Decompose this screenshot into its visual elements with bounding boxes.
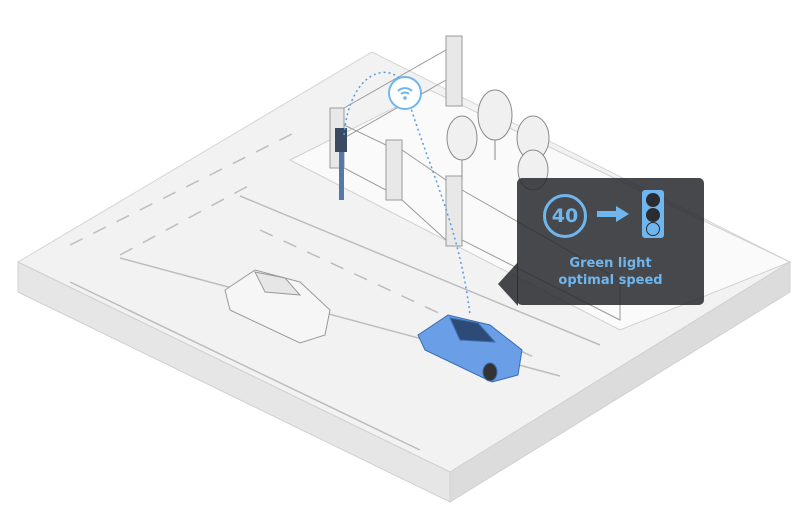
- yellow-lamp: [646, 208, 660, 222]
- green-lamp: [646, 222, 660, 236]
- speed-limit-icon: 40: [543, 194, 587, 238]
- parked-car: [224, 269, 331, 344]
- ground-slab-side-right: [449, 261, 791, 503]
- caption-line-1: Green light: [569, 256, 652, 271]
- red-lamp: [646, 193, 660, 207]
- callout-caption: Green light optimal speed: [517, 255, 704, 289]
- arrow-right-icon: [597, 206, 629, 222]
- speed-value: 40: [551, 205, 579, 227]
- connected-car: [417, 314, 523, 383]
- callout-pointer: [498, 262, 518, 306]
- signal-arc: [343, 71, 406, 136]
- info-callout: [517, 178, 704, 305]
- traffic-light-icon: [642, 190, 664, 238]
- wifi-icon: [388, 76, 422, 110]
- caption-line-2: optimal speed: [558, 273, 663, 288]
